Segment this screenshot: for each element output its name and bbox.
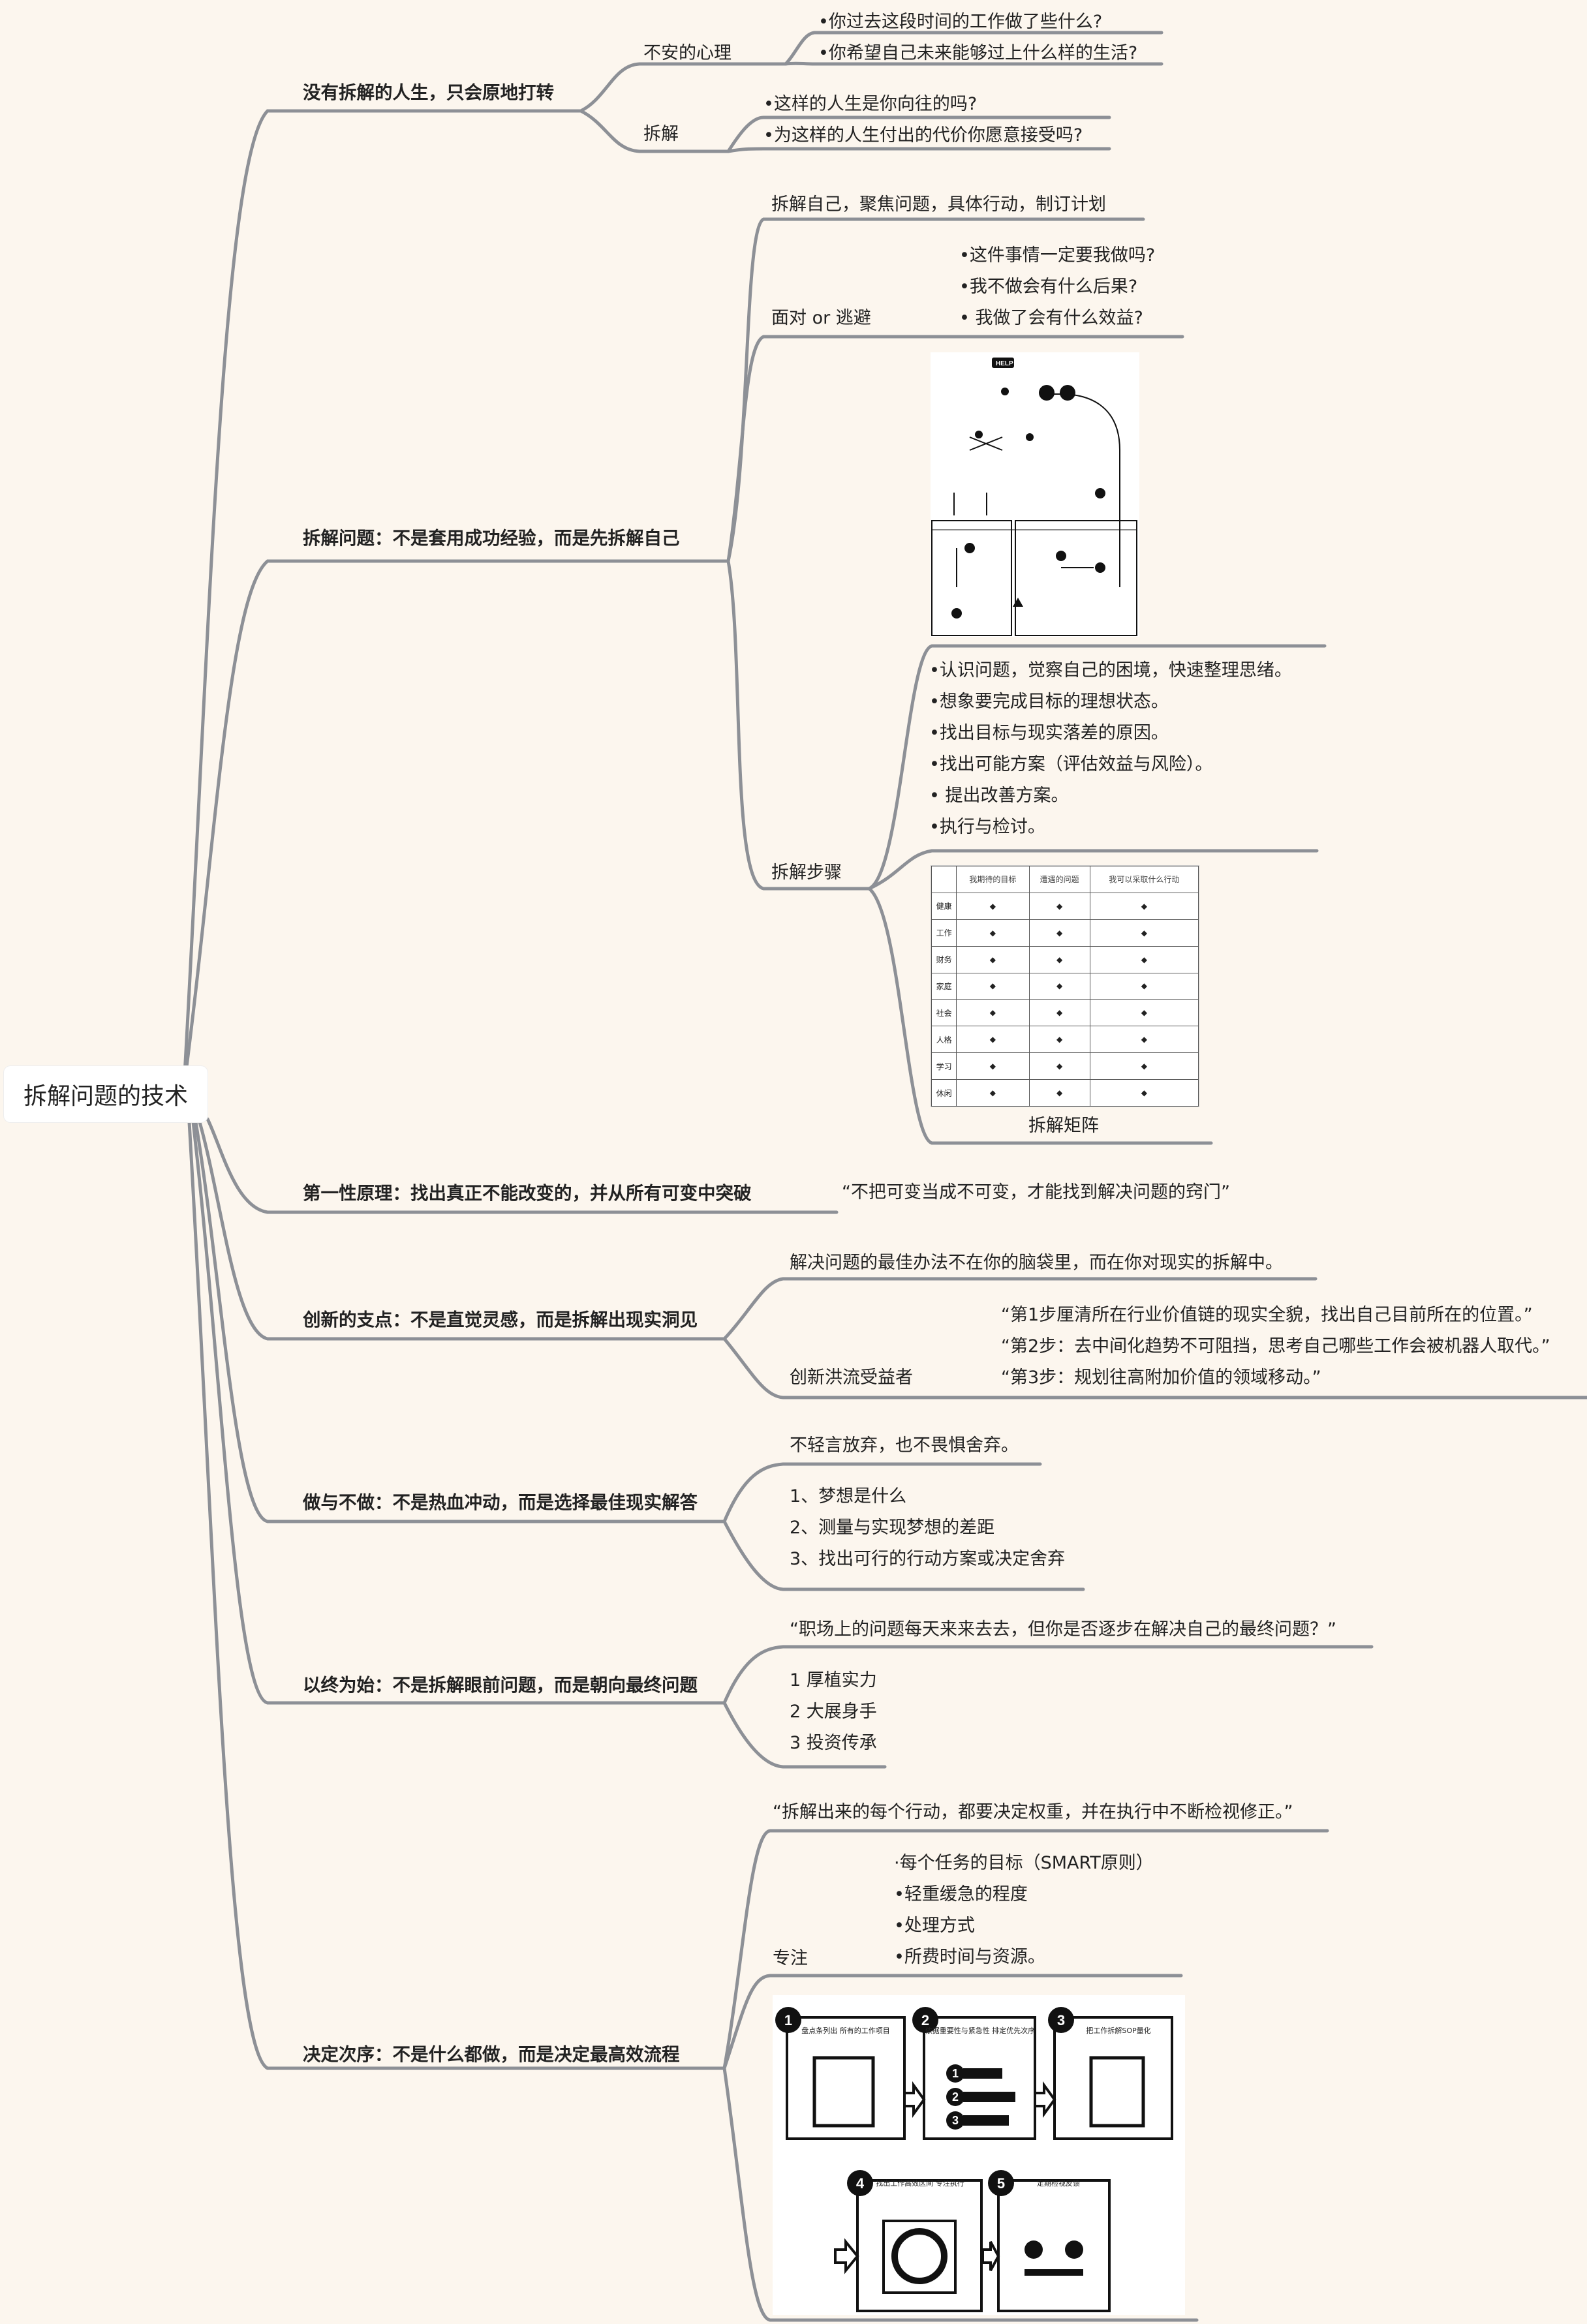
b4-step-item: “第1步厘清所在行业价值链的现实全貌，找出自己目前所在的位置。” — [1001, 1306, 1533, 1324]
b4-beneficiary-label[interactable]: 创新洪流受益者 — [790, 1369, 913, 1386]
step-5-box — [998, 2180, 1109, 2311]
priority-number: 2 — [952, 2090, 959, 2103]
b2-face-item: •这件事情一定要我做吗? — [959, 247, 1155, 264]
b2-face-or-avoid-label[interactable]: 面对 or 逃避 — [771, 309, 871, 327]
branch-6-label[interactable]: 以终为始：不是拆解眼前问题，而是朝向最终问题 — [303, 1677, 698, 1695]
step-label: 找出工作高效区间 专注执行 — [876, 2179, 964, 2188]
b1-anxiety-item: •你希望自己未来能够过上什么样的生活? — [818, 44, 1137, 62]
b2-step-item: •执行与检讨。 — [929, 818, 1045, 836]
step-label: 把工作拆解SOP量化 — [1086, 2026, 1150, 2035]
b2-step-item: •想象要完成目标的理想状态。 — [929, 693, 1169, 711]
step-label: 盘点条列出 所有的工作项目 — [801, 2026, 890, 2035]
matrix-caption: 拆解矩阵 — [1028, 1117, 1099, 1135]
matrix-row: 工作◆◆◆ — [932, 919, 1199, 946]
matrix-row: 社会◆◆◆ — [932, 1000, 1199, 1026]
matrix-row: 健康◆◆◆ — [932, 893, 1199, 919]
arrow-icon — [835, 2242, 857, 2270]
b2-step-item: •认识问题，觉察自己的困境，快速整理思绪。 — [929, 662, 1292, 679]
arrow-icon — [983, 2242, 998, 2270]
matrix-row: 学习◆◆◆ — [932, 1053, 1199, 1080]
arrow-icon — [904, 2085, 924, 2114]
branch-7-label[interactable]: 决定次序：不是什么都做，而是决定最高效流程 — [303, 2046, 680, 2064]
dismantle-matrix: 我期待的目标 遭遇的问题 我可以采取什么行动 健康◆◆◆ 工作◆◆◆ 财务◆◆◆… — [931, 865, 1199, 1107]
person-icon — [1065, 2240, 1083, 2259]
cycle-illustration: HELP — [931, 352, 1139, 637]
b7-focus-item: •轻重缓急的程度 — [894, 1886, 1028, 1903]
root-topic[interactable]: 拆解问题的技术 — [4, 1066, 208, 1122]
b7-focus-item: •所费时间与资源。 — [894, 1948, 1045, 1966]
help-text: HELP — [996, 360, 1013, 367]
b3-quote[interactable]: “不把可变当成不可变，才能找到解决问题的窍门” — [842, 1184, 1230, 1201]
b1-anxiety-label[interactable]: 不安的心理 — [643, 44, 732, 62]
b5-item: 3、找出可行的行动方案或决定舍弃 — [790, 1550, 1065, 1568]
b1-dismantle-item: •为这样的人生付出的代价你愿意接受吗? — [763, 127, 1083, 144]
b2-step-item: •找出目标与现实落差的原因。 — [929, 724, 1169, 742]
step-1-box — [787, 2017, 904, 2139]
problem-solving-cycle-diagram: HELP — [931, 352, 1139, 637]
branch-2-label[interactable]: 拆解问题：不是套用成功经验，而是先拆解自己 — [303, 530, 680, 548]
matrix-row: 休闲◆◆◆ — [932, 1080, 1199, 1107]
arrow-icon — [1035, 2085, 1055, 2114]
b4-step-item: “第2步：去中间化趋势不可阻挡，思考自己哪些工作会被机器人取代。” — [1001, 1338, 1550, 1355]
b5-item: 1、梦想是什么 — [790, 1488, 906, 1505]
b7-focus-label[interactable]: 专注 — [773, 1949, 808, 1967]
b7-focus-item: •处理方式 — [894, 1917, 975, 1934]
step-label: 依据重要性与紧急性 排定优先次序 — [925, 2026, 1036, 2035]
b6-item: 2 大展身手 — [790, 1703, 877, 1720]
b6-item: 3 投资传承 — [790, 1734, 877, 1752]
matrix-row: 家庭◆◆◆ — [932, 973, 1199, 1000]
branch-3-label[interactable]: 第一性原理：找出真正不能改变的，并从所有可变中突破 — [303, 1185, 752, 1203]
step-number: 1 — [784, 2012, 792, 2028]
b5-item: 2、测量与实现梦想的差距 — [790, 1519, 994, 1537]
b7-focus-item: ·每个任务的目标（SMART原则） — [894, 1854, 1154, 1872]
b7-quote[interactable]: “拆解出来的每个行动，都要决定权重，并在执行中不断检视修正。” — [773, 1803, 1293, 1821]
matrix-header-row: 我期待的目标 遭遇的问题 我可以采取什么行动 — [932, 866, 1199, 893]
step-number: 3 — [1057, 2012, 1065, 2028]
b4-step-item: “第3步：规划往高附加价值的领域移动。” — [1001, 1369, 1321, 1386]
branch-4-label[interactable]: 创新的支点：不是直觉灵感，而是拆解出现实洞见 — [303, 1311, 698, 1330]
step-number: 5 — [997, 2175, 1005, 2192]
matrix-row: 财务◆◆◆ — [932, 946, 1199, 973]
b2-face-item: •我不做会有什么后果? — [959, 278, 1137, 296]
person-icon — [1025, 2240, 1043, 2259]
priority-number: 1 — [952, 2067, 959, 2080]
step-3-box — [1055, 2017, 1172, 2139]
clipboard-icon — [814, 2058, 873, 2126]
b4-insight[interactable]: 解决问题的最佳办法不在你的脑袋里，而在你对现实的拆解中。 — [790, 1254, 1283, 1272]
step-number: 4 — [856, 2175, 865, 2192]
b2-step-item: •找出可能方案（评估效益与风险）。 — [929, 756, 1212, 773]
priority-number: 3 — [952, 2114, 959, 2127]
aperture-icon — [895, 2231, 944, 2281]
b2-step-item: • 提出改善方案。 — [929, 787, 1069, 804]
step-label: 定期检视反馈 — [1037, 2179, 1080, 2188]
five-step-process-diagram: 1 2 3 4 5 1 2 3 盘点条列出 所有的工作项目 依据重要性与紧急性 … — [773, 1995, 1185, 2315]
b6-quote[interactable]: “职场上的问题每天来来去去，但你是否逐步在解决自己的最终问题？” — [790, 1621, 1336, 1638]
b5-note[interactable]: 不轻言放弃，也不畏惧舍弃。 — [790, 1437, 1019, 1454]
b1-dismantle-label[interactable]: 拆解 — [643, 125, 679, 143]
flowchart-icon — [1091, 2058, 1143, 2126]
b1-anxiety-item: •你过去这段时间的工作做了些什么? — [818, 13, 1102, 31]
b2-steps-label[interactable]: 拆解步骤 — [771, 864, 842, 881]
branch-5-label[interactable]: 做与不做：不是热血冲动，而是选择最佳现实解答 — [303, 1494, 698, 1512]
branch-1-label[interactable]: 没有拆解的人生，只会原地打转 — [303, 84, 554, 102]
b2-face-item: • 我做了会有什么效益? — [959, 309, 1143, 327]
b6-item: 1 厚植实力 — [790, 1672, 877, 1689]
b2-summary[interactable]: 拆解自己，聚焦问题，具体行动，制订计划 — [771, 196, 1106, 213]
matrix-row: 人格◆◆◆ — [932, 1026, 1199, 1053]
b1-dismantle-item: •这样的人生是你向往的吗? — [763, 95, 977, 113]
process-illustration: 1 2 3 4 5 1 2 3 盘点条列出 所有的工作项目 依据重要性与紧急性 … — [773, 1995, 1185, 2315]
